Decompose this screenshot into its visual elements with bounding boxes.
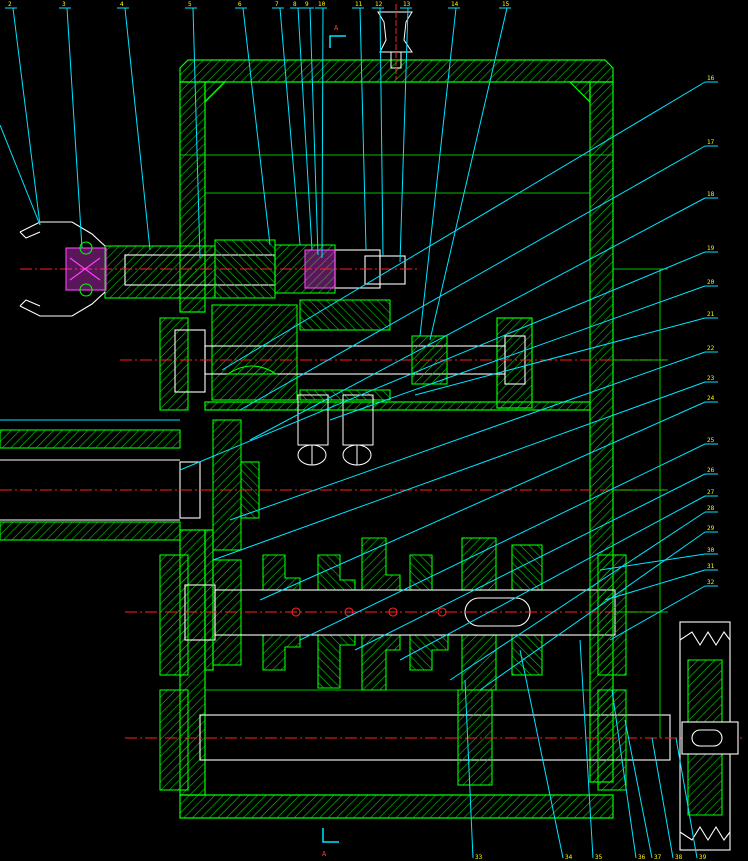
part-label-right: 24 xyxy=(707,395,715,402)
leader-line xyxy=(609,585,706,641)
leader-line xyxy=(464,679,474,859)
part-label-top: 14 xyxy=(451,1,459,8)
part-label-right: 18 xyxy=(707,191,715,198)
part-label-right: 26 xyxy=(707,467,715,474)
part-label-bottom: 38 xyxy=(675,854,683,861)
part-label-bottom: 34 xyxy=(565,854,573,861)
leader-line xyxy=(399,7,409,263)
part-label-top: 2 xyxy=(8,1,12,8)
part-label-bottom: 35 xyxy=(595,854,603,861)
part-label-right: 30 xyxy=(707,547,715,554)
second-shaft xyxy=(120,299,665,411)
section-label-top: A xyxy=(334,24,339,32)
leader-line xyxy=(599,553,706,571)
part-label-bottom: 37 xyxy=(654,854,662,861)
leader-line xyxy=(519,649,564,859)
part-label-top: 6 xyxy=(238,1,242,8)
leader-line xyxy=(611,689,637,859)
section-label-bottom: A xyxy=(322,850,327,858)
breather-cap xyxy=(377,4,413,80)
leader-line xyxy=(239,145,706,411)
output-shaft xyxy=(125,689,745,791)
section-mark-top xyxy=(329,35,346,48)
leader-line xyxy=(309,7,319,256)
part-label-top: 9 xyxy=(305,1,309,8)
leader-line xyxy=(297,7,313,251)
clamp-jaws xyxy=(19,221,107,317)
part-label-right: 31 xyxy=(707,563,715,570)
leader-line xyxy=(279,7,301,246)
leader-line xyxy=(212,381,706,561)
leader-line xyxy=(624,719,653,859)
part-label-bottom: 36 xyxy=(638,854,646,861)
gear-cluster-shaft xyxy=(125,537,665,691)
clamp-spindle xyxy=(20,239,420,299)
part-label-right: 28 xyxy=(707,505,715,512)
leader-line xyxy=(229,351,706,521)
part-label-top: 13 xyxy=(403,1,411,8)
leader-line xyxy=(259,401,706,601)
leader-line xyxy=(675,737,698,859)
leader-line xyxy=(449,511,706,681)
part-label-right: 20 xyxy=(707,279,715,286)
part-label-top: 8 xyxy=(293,1,297,8)
leader-line xyxy=(321,7,324,259)
part-label-bottom: 39 xyxy=(699,854,707,861)
part-label-right: 32 xyxy=(707,579,715,586)
leader-line xyxy=(0,124,41,226)
leader-line xyxy=(399,495,706,661)
leader-line xyxy=(429,7,508,341)
part-label-right: 16 xyxy=(707,75,715,82)
leader-line xyxy=(414,317,706,396)
part-label-right: 29 xyxy=(707,525,715,532)
part-label-right: 22 xyxy=(707,345,715,352)
leader-line xyxy=(579,639,594,859)
part-label-top: 11 xyxy=(355,1,363,8)
third-shaft xyxy=(0,419,665,551)
v-belt-pulley xyxy=(679,621,739,851)
leader-line xyxy=(221,81,706,371)
part-label-right: 27 xyxy=(707,489,715,496)
leader-line xyxy=(329,285,706,421)
leader-line xyxy=(249,197,706,441)
part-label-top: 3 xyxy=(62,1,66,8)
leader-line xyxy=(192,7,201,259)
part-label-top: 15 xyxy=(502,1,510,8)
leader-line xyxy=(604,569,706,601)
part-label-top: 7 xyxy=(275,1,279,8)
part-label-right: 17 xyxy=(707,139,715,146)
leader-line xyxy=(359,7,367,251)
part-label-right: 21 xyxy=(707,311,715,318)
section-mark-bottom xyxy=(322,828,339,843)
leader-line xyxy=(66,7,83,249)
part-label-right: 25 xyxy=(707,437,715,444)
part-label-top: 4 xyxy=(120,1,124,8)
part-label-right: 23 xyxy=(707,375,715,382)
leader-line xyxy=(479,531,706,691)
leader-line xyxy=(124,7,151,251)
leader-line xyxy=(242,7,271,246)
part-label-top: 5 xyxy=(188,1,192,8)
leader-lines xyxy=(0,7,718,859)
leader-line xyxy=(179,251,706,471)
leader-line xyxy=(651,737,674,859)
shift-forks xyxy=(297,394,374,466)
part-label-top: 10 xyxy=(318,1,326,8)
part-label-top: 12 xyxy=(375,1,383,8)
leader-line xyxy=(12,7,41,226)
leader-line xyxy=(379,7,384,257)
leader-line xyxy=(419,7,457,337)
part-label-bottom: 33 xyxy=(475,854,483,861)
part-label-right: 19 xyxy=(707,245,715,252)
leader-line xyxy=(299,443,706,641)
leader-line xyxy=(354,473,706,651)
